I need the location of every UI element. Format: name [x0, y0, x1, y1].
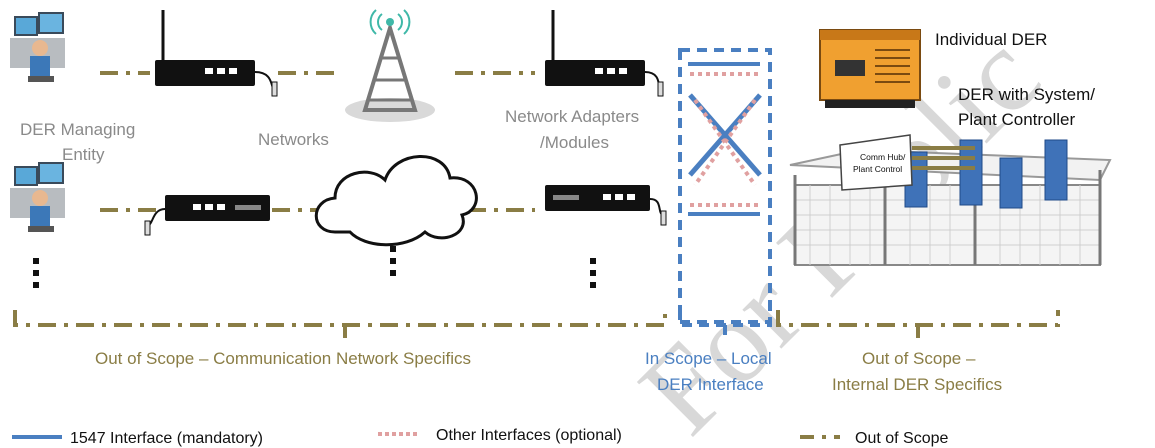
in-scope-label-2: DER Interface: [657, 375, 764, 394]
comm-hub-label: Comm Hub/: [860, 152, 906, 162]
out-of-scope-der-label-2: Internal DER Specifics: [832, 375, 1002, 394]
adapters-label: Network Adapters: [505, 107, 639, 126]
in-scope-interface: [678, 48, 772, 324]
comm-hub-label-2: Plant Control: [853, 164, 902, 174]
der-system-label: DER with System/: [958, 85, 1095, 104]
der-system-label-2: Plant Controller: [958, 110, 1076, 129]
networks-label: Networks: [258, 130, 329, 149]
scope-brace-center: [678, 310, 772, 338]
modem-icon: [545, 185, 667, 226]
out-of-scope-der-label: Out of Scope –: [862, 349, 976, 368]
workstation-icon: [10, 162, 65, 232]
in-scope-label: In Scope – Local: [645, 349, 772, 368]
ellipsis-icon: [33, 246, 596, 288]
der-managing-label-2: Entity: [62, 145, 105, 164]
generator-icon: [819, 29, 921, 108]
router-icon: [155, 10, 278, 97]
modem-icon: [144, 195, 270, 236]
out-of-scope-link: [100, 71, 535, 212]
workstation-icon: [10, 12, 65, 82]
legend-label: Out of Scope: [855, 430, 948, 447]
router-icon: [545, 10, 664, 97]
individual-der-label: Individual DER: [935, 30, 1047, 49]
cell-tower-icon: [345, 9, 435, 122]
scope-brace-left: [13, 310, 667, 338]
legend: 1547 Interface (mandatory) Other Interfa…: [12, 427, 948, 447]
out-of-scope-comm-label: Out of Scope – Communication Network Spe…: [95, 349, 471, 368]
cloud-icon: [314, 155, 478, 247]
scope-brace-right: [776, 310, 1060, 338]
der-managing-label: DER Managing: [20, 120, 135, 139]
legend-label: 1547 Interface (mandatory): [70, 430, 263, 447]
legend-label: Other Interfaces (optional): [436, 427, 622, 444]
adapters-label-2: /Modules: [540, 133, 609, 152]
fenced-plant-icon: [789, 134, 1112, 266]
